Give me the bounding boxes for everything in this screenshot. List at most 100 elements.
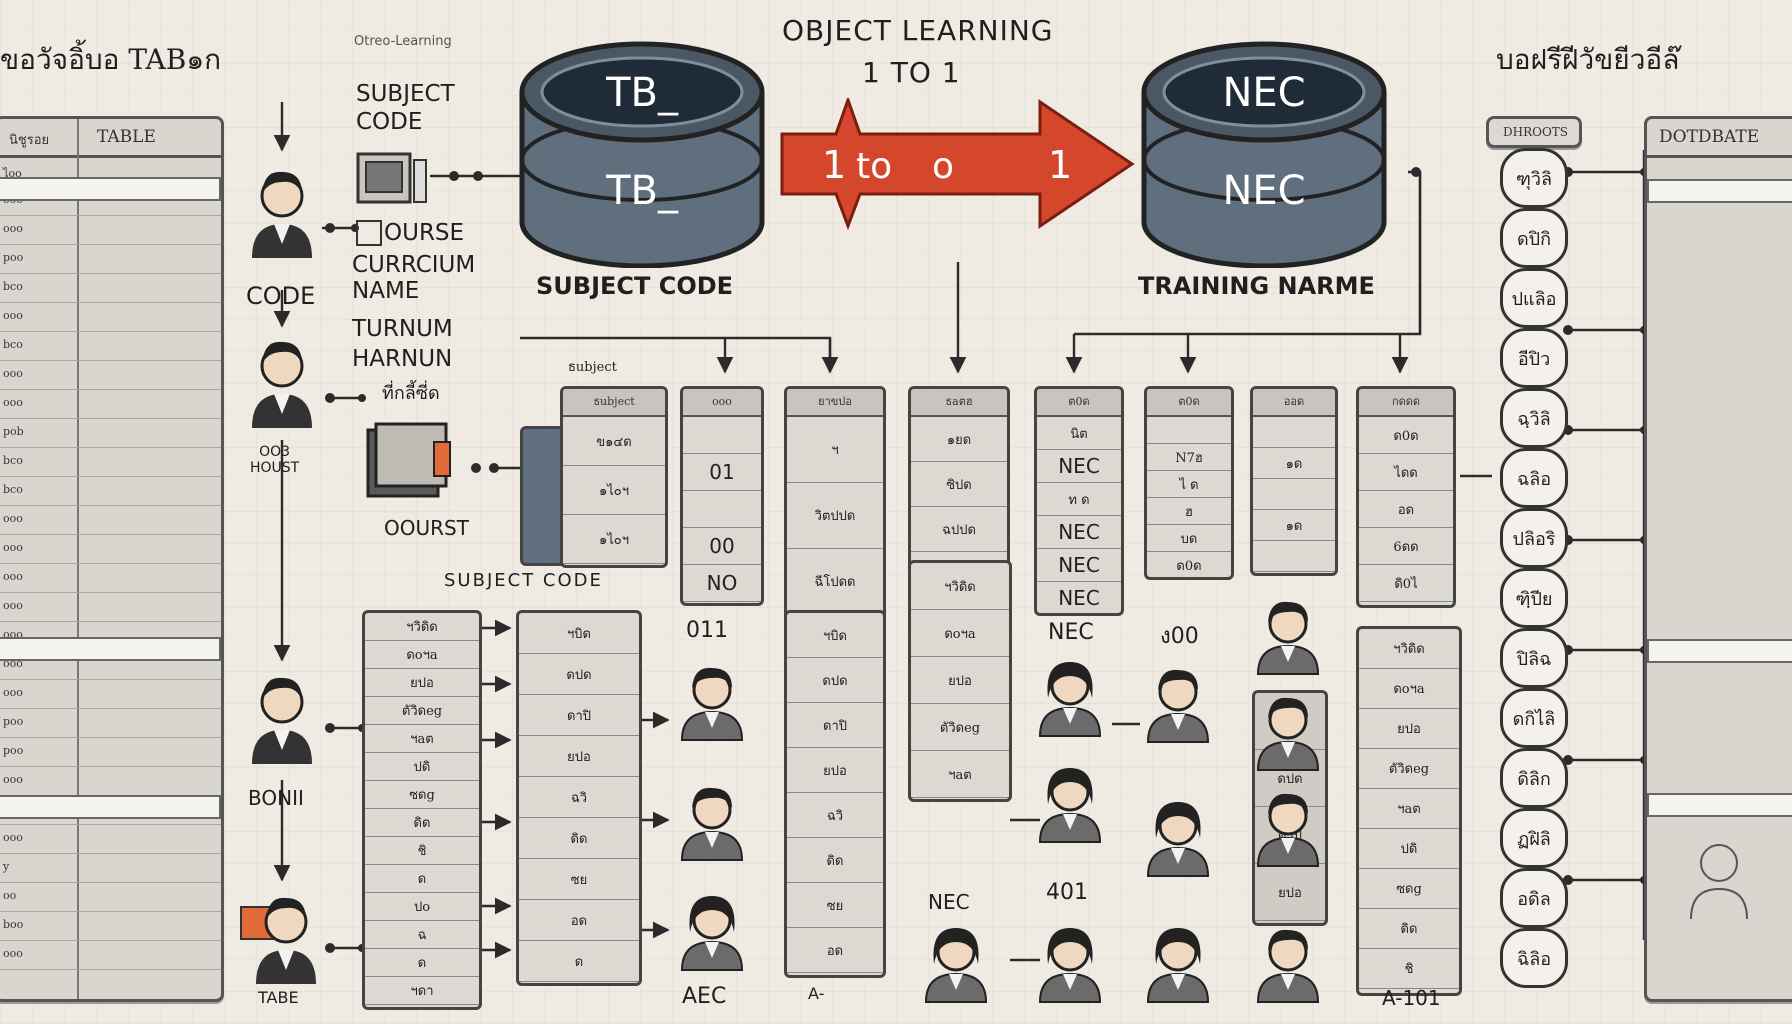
left-panel-row[interactable]: ooo: [0, 680, 221, 709]
column-cell[interactable]: ฯ: [787, 417, 883, 483]
upper-column-7[interactable]: ออด๑ด๑ด: [1250, 386, 1338, 576]
left-panel-row[interactable]: y: [0, 854, 221, 883]
right-pill-item[interactable]: ดกิไลิ: [1500, 688, 1568, 748]
left-panel-row[interactable]: bco: [0, 477, 221, 506]
left-panel-row[interactable]: pob: [0, 419, 221, 448]
list-item[interactable]: ฯบิด: [519, 613, 639, 654]
column-cell[interactable]: NEC: [1037, 516, 1121, 549]
column-cell[interactable]: วิตปปด: [787, 483, 883, 549]
list-item[interactable]: ซย: [787, 883, 883, 928]
list-item[interactable]: ฯaต: [1359, 789, 1459, 829]
list-item[interactable]: ฉวิ: [787, 793, 883, 838]
lower-list-c[interactable]: ฯบิดดปดดาปิยปอฉวิดิดซยอด: [784, 610, 886, 978]
column-cell[interactable]: อด: [1359, 491, 1453, 528]
left-panel-row[interactable]: bco: [0, 274, 221, 303]
list-item[interactable]: ตัวิดeg: [911, 704, 1009, 751]
list-item[interactable]: ดิด: [1359, 909, 1459, 949]
left-panel-row[interactable]: ooo: [0, 303, 221, 332]
left-panel-row[interactable]: ooo: [0, 535, 221, 564]
left-panel-row[interactable]: ooo: [0, 941, 221, 970]
column-cell[interactable]: ท ด: [1037, 483, 1121, 516]
right-pill-item[interactable]: ฉิลิอ: [1500, 928, 1568, 988]
column-cell[interactable]: ไดด: [1359, 454, 1453, 491]
column-cell[interactable]: [1253, 417, 1335, 448]
right-table-panel[interactable]: DOTDBATE: [1644, 116, 1792, 1002]
list-item[interactable]: ด: [365, 949, 479, 977]
right-pill-item[interactable]: อดิล: [1500, 868, 1568, 928]
column-cell[interactable]: ๑ไ๐ฯ: [563, 466, 665, 515]
list-item[interactable]: อด: [787, 928, 883, 973]
list-item[interactable]: ดoฯa: [1359, 669, 1459, 709]
list-item[interactable]: ฯaต: [911, 751, 1009, 798]
right-pill-item[interactable]: ฉลิอ: [1500, 448, 1568, 508]
column-cell[interactable]: [683, 491, 761, 528]
left-panel-row[interactable]: oo: [0, 883, 221, 912]
column-cell[interactable]: N7ฮ: [1147, 444, 1231, 471]
column-cell[interactable]: ด0ด: [1359, 417, 1453, 454]
list-item[interactable]: ซย: [519, 859, 639, 900]
left-panel-row[interactable]: bco: [0, 448, 221, 477]
left-table-panel[interactable]: นิชูรอย TABLE ไoooooooopoobcoooobcoooooo…: [0, 116, 224, 1002]
column-cell[interactable]: NO: [683, 565, 761, 602]
left-panel-row[interactable]: ooo: [0, 390, 221, 419]
left-panel-row[interactable]: poo: [0, 245, 221, 274]
list-item[interactable]: ยปอ: [519, 736, 639, 777]
right-panel-selection-bar[interactable]: [1647, 179, 1792, 203]
list-item[interactable]: อด: [519, 900, 639, 941]
right-panel-selection-bar[interactable]: [1647, 793, 1792, 817]
column-cell[interactable]: 01: [683, 454, 761, 491]
column-cell[interactable]: ๑ด: [1253, 510, 1335, 541]
column-cell[interactable]: 6ดด: [1359, 528, 1453, 565]
right-pill-item[interactable]: ฏฝิลิ: [1500, 808, 1568, 868]
list-item[interactable]: ปo: [365, 893, 479, 921]
list-item[interactable]: ดปด: [787, 658, 883, 703]
column-cell[interactable]: [1253, 541, 1335, 572]
column-cell[interactable]: NEC: [1037, 582, 1121, 613]
column-cell[interactable]: นิต: [1037, 417, 1121, 450]
left-panel-selection-bar[interactable]: [0, 637, 221, 661]
left-panel-row[interactable]: bco: [0, 332, 221, 361]
right-pill-item[interactable]: ฑุวิลิ: [1500, 148, 1568, 208]
list-item[interactable]: ยปอ: [1359, 709, 1459, 749]
column-cell[interactable]: ดิ0ไ: [1359, 565, 1453, 602]
list-item[interactable]: ยปอ: [787, 748, 883, 793]
list-item[interactable]: ยปอ: [1255, 864, 1325, 921]
left-panel-row[interactable]: ooo: [0, 593, 221, 622]
column-cell[interactable]: NEC: [1037, 549, 1121, 582]
left-panel-row[interactable]: ooo: [0, 825, 221, 854]
right-pill-item[interactable]: ปิลิฉ: [1500, 628, 1568, 688]
list-item[interactable]: ยปอ: [365, 669, 479, 697]
column-cell[interactable]: [1147, 417, 1231, 444]
left-panel-row[interactable]: ooo: [0, 506, 221, 535]
left-panel-row[interactable]: poo: [0, 709, 221, 738]
right-pill-item[interactable]: อีปิว: [1500, 328, 1568, 388]
database-tb-cylinder[interactable]: TB_ TB_: [516, 36, 768, 268]
list-item[interactable]: ฯดา: [365, 977, 479, 1005]
list-item[interactable]: ดoฯa: [365, 641, 479, 669]
list-item[interactable]: ปดิ: [365, 753, 479, 781]
right-pill-item[interactable]: ฉฺวิลิ: [1500, 388, 1568, 448]
left-panel-selection-bar[interactable]: [0, 177, 221, 201]
column-cell[interactable]: NEC: [1037, 450, 1121, 483]
column-cell[interactable]: ด0ด: [1147, 552, 1231, 577]
list-item[interactable]: ฉ: [365, 921, 479, 949]
list-item[interactable]: ยปอ: [911, 657, 1009, 704]
right-panel-selection-bar[interactable]: [1647, 639, 1792, 663]
column-cell[interactable]: ๑ไ๐ฯ: [563, 515, 665, 564]
right-pill-item[interactable]: ฑฺิปีย: [1500, 568, 1568, 628]
left-panel-row[interactable]: ooo: [0, 767, 221, 796]
list-item[interactable]: ดปด: [519, 654, 639, 695]
left-panel-row[interactable]: boo: [0, 912, 221, 941]
list-item[interactable]: ดoฯa: [911, 610, 1009, 657]
list-item[interactable]: ชิ: [1359, 949, 1459, 989]
column-cell[interactable]: ข๑๔ด: [563, 417, 665, 466]
list-item[interactable]: ฯวิดิด: [1359, 629, 1459, 669]
column-cell[interactable]: [1253, 479, 1335, 510]
column-cell[interactable]: ฮ: [1147, 498, 1231, 525]
right-pill-item[interactable]: ปลิอริ: [1500, 508, 1568, 568]
